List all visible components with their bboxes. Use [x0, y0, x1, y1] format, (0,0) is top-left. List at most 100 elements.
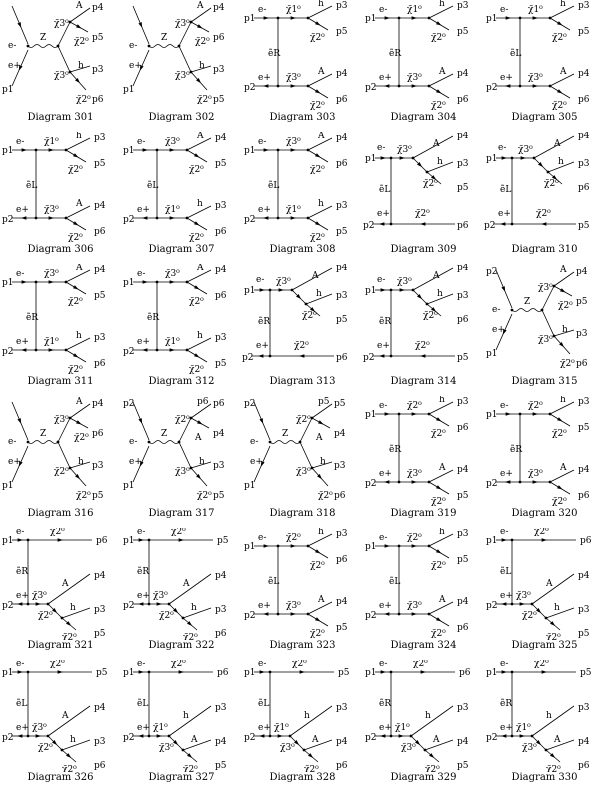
particle-label: h — [197, 331, 203, 341]
arrow-head — [411, 16, 417, 20]
propagator-line — [182, 739, 212, 751]
arrow-head — [536, 608, 542, 614]
arrow-head — [197, 420, 203, 425]
momentum-label: p5 — [336, 27, 348, 37]
selectron-label: ẽR — [389, 444, 401, 455]
particle-label: A — [438, 67, 446, 77]
momentum-label: p4 — [336, 133, 348, 143]
momentum-label: p6 — [213, 33, 225, 43]
propagator-line — [190, 403, 212, 419]
arrow-head — [73, 221, 79, 226]
particle-label: h — [320, 457, 326, 467]
selectron-label: ẽR — [137, 566, 149, 577]
momentum-label: p4 — [457, 132, 469, 141]
neutralino-label: χ̃3⁰ — [175, 70, 190, 81]
neutralino-label: χ̃2⁰ — [197, 490, 212, 501]
particle-label: h — [70, 735, 76, 745]
momentum-label: p1 — [123, 146, 135, 156]
momentum-label: p4 — [215, 265, 227, 275]
arrow-head — [17, 538, 23, 542]
arrow-head — [169, 280, 175, 284]
arrow-head — [66, 621, 72, 626]
arrow-head — [502, 329, 507, 335]
neutralino-label: χ̃2⁰ — [431, 32, 446, 43]
momentum-label: p4 — [334, 429, 346, 439]
neutralino-label: χ̃2⁰ — [68, 296, 83, 307]
propagator-line — [69, 7, 91, 23]
propagator-line — [545, 607, 575, 619]
propagator-line — [307, 205, 333, 219]
momentum-label: p6 — [578, 491, 590, 501]
positron-label: e+ — [129, 457, 142, 467]
momentum-label: p4 — [578, 132, 590, 141]
electron-label: e- — [500, 660, 508, 669]
neutralino-label: χ̃1⁰ — [153, 722, 168, 733]
propagator-line — [61, 739, 91, 751]
arrow-head — [48, 148, 54, 152]
arrow-head — [557, 417, 563, 422]
positron-label: e+ — [258, 205, 271, 215]
momentum-label: p5 — [576, 297, 588, 307]
propagator-line — [61, 607, 91, 619]
selectron-label: ẽL — [16, 698, 27, 709]
boson-line — [27, 440, 59, 444]
momentum-label: p4 — [578, 69, 590, 79]
momentum-label: p5 — [578, 27, 590, 37]
propagator-line — [190, 65, 212, 73]
momentum-label: p5 — [457, 27, 469, 37]
mediator-label: Z — [524, 297, 530, 307]
momentum-label: p5 — [94, 629, 106, 639]
propagator-line — [299, 441, 313, 469]
electron-label: e- — [129, 41, 137, 51]
neutralino-label: χ̃2⁰ — [546, 764, 561, 772]
momentum-label: p3 — [215, 703, 227, 713]
diagram-caption: Diagram 321 — [27, 640, 94, 651]
arrow-head — [299, 354, 305, 358]
arrow-head — [194, 353, 200, 358]
particle-label: h — [183, 711, 189, 721]
positron-label: e+ — [137, 205, 150, 215]
positron-label: e+ — [377, 209, 390, 219]
diagram-caption: Diagram 330 — [511, 772, 578, 783]
arrow-head — [139, 65, 144, 71]
momentum-label: p4 — [578, 571, 590, 581]
particle-label: h — [316, 289, 322, 299]
propagator-line — [531, 705, 575, 737]
particle-label: A — [182, 579, 190, 589]
momentum-label: p1 — [123, 85, 135, 95]
momentum-label: p6 — [576, 359, 588, 369]
propagator-line — [549, 5, 575, 19]
arrow-head — [263, 16, 269, 20]
propagator-line — [186, 269, 212, 283]
neutralino-label: χ̃2⁰ — [171, 660, 186, 669]
neutralino-label: χ̃2⁰ — [552, 32, 567, 43]
momentum-label: p2 — [365, 83, 377, 93]
particle-label: A — [545, 579, 553, 589]
arrow-head — [532, 412, 538, 416]
momentum-label: p5 — [215, 761, 227, 771]
momentum-label: p2 — [244, 611, 256, 621]
particle-label: A — [317, 67, 325, 77]
neutralino-label: χ̃2⁰ — [189, 232, 204, 243]
electron-label: e- — [379, 401, 387, 411]
neutralino-label: χ̃2⁰ — [68, 232, 83, 243]
arrow-head — [138, 22, 143, 28]
momentum-label: p1 — [486, 410, 498, 420]
arrow-head — [420, 222, 426, 226]
momentum-label: p5 — [92, 491, 104, 501]
positron-label: e+ — [8, 457, 21, 467]
momentum-label: p4 — [213, 429, 225, 439]
momentum-label: p1 — [244, 146, 256, 156]
neutralino-label: χ̃1⁰ — [395, 722, 410, 733]
electron-label: e- — [137, 660, 145, 669]
momentum-label: p1 — [486, 14, 498, 24]
particle-label: h — [78, 457, 84, 467]
